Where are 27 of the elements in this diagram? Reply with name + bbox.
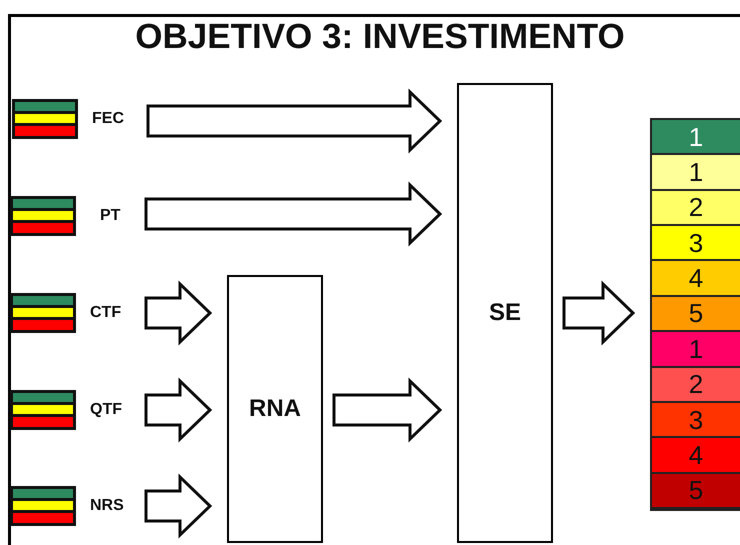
input-label: CTF: [90, 304, 122, 322]
input-label: PT: [100, 207, 120, 225]
input-label: FEC: [92, 110, 124, 128]
block-arrow: [144, 377, 212, 443]
scale-cell: 2: [652, 368, 740, 403]
input-label: QTF: [90, 401, 122, 419]
block-arrow: [562, 280, 636, 346]
scale-cell: 3: [652, 226, 740, 262]
block-arrow: [144, 280, 212, 346]
block-arrow: [144, 473, 212, 539]
scale-cell: 5: [652, 474, 740, 509]
input-label: NRS: [90, 497, 124, 515]
scale-cell: 5: [652, 296, 740, 332]
title: OBJETIVO 3: INVESTIMENTO: [134, 18, 626, 56]
process-box: RNA: [227, 275, 323, 543]
block-arrow: [144, 181, 442, 247]
scale-cell: 1: [652, 332, 740, 368]
process-box: SE: [457, 83, 553, 543]
scale-cell: 1: [652, 155, 740, 191]
scale-cell: 4: [652, 261, 740, 297]
scale-cell: 4: [652, 438, 740, 474]
rating-scale: [650, 118, 740, 511]
scale-cell: 2: [652, 190, 740, 226]
block-arrow: [332, 377, 442, 443]
block-arrow: [146, 88, 442, 154]
scale-cell: 1: [652, 120, 740, 156]
scale-cell: 3: [652, 402, 740, 438]
